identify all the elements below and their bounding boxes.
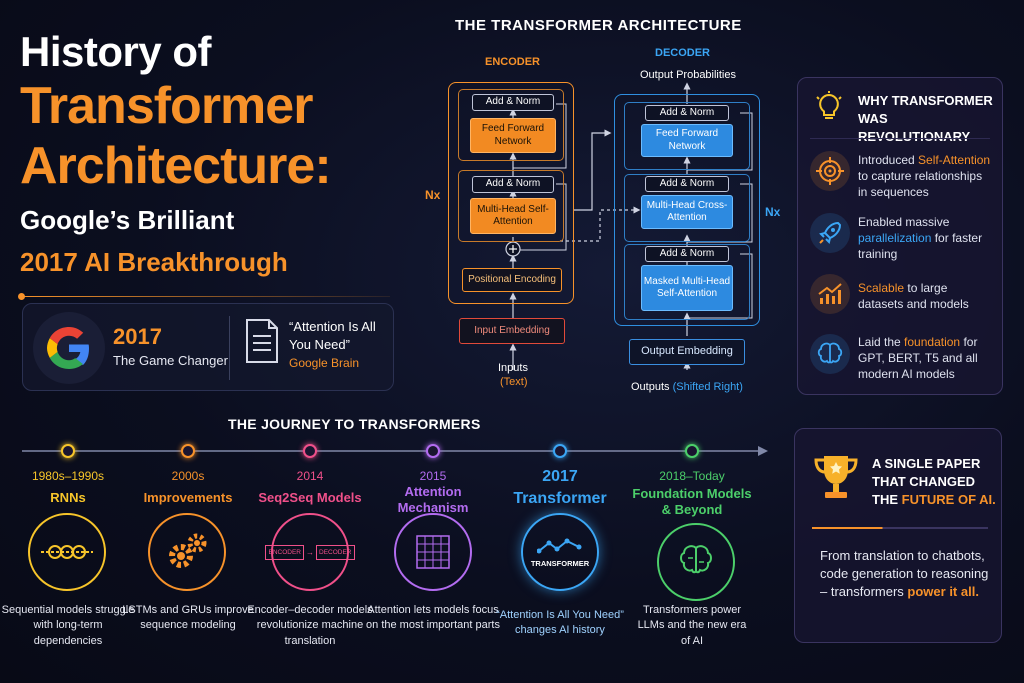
trophy-icon	[812, 452, 860, 504]
title-line-1: History of	[20, 28, 212, 75]
encoder-add-norm-bottom: Add & Norm	[472, 176, 554, 193]
journey-title: THE JOURNEY TO TRANSFORMERS	[228, 416, 481, 432]
outputs-label: Outputs (Shifted Right)	[631, 381, 743, 393]
decoder-label: DECODER	[655, 47, 711, 59]
decoder-feed-forward: Feed Forward Network	[641, 124, 733, 157]
timeline-dot	[426, 444, 440, 458]
era-name: Seq2Seq Models	[258, 490, 362, 505]
era-description: Encoder–decoder models revolutionize mac…	[247, 604, 373, 647]
foundation-brain-icon	[657, 523, 735, 601]
input-embedding: Input Embedding	[459, 318, 565, 344]
era-year: 2018–Today	[659, 469, 725, 483]
era-description: Attention lets models focus on the most …	[366, 604, 500, 632]
paper-org: Google Brain	[289, 356, 360, 370]
decoder-masked-attention: Masked Multi-Head Self-Attention	[641, 265, 733, 311]
encoder-ffn-group	[458, 89, 564, 161]
timeline-dot	[303, 444, 317, 458]
card-divider	[229, 316, 230, 380]
why-item-1: Introduced Self-Attention to capture rel…	[858, 153, 991, 200]
encoder-nx-label: Nx	[425, 188, 441, 202]
title-divider	[18, 293, 390, 300]
era-year: 2000s	[171, 469, 205, 483]
encoder-feed-forward: Feed Forward Network	[470, 118, 556, 153]
era-description: Sequential models struggle with long-ter…	[1, 604, 135, 647]
paper-card: 2017 The Game Changer “Attention Is All …	[22, 303, 394, 391]
decoder-masked-attention-group	[624, 244, 750, 320]
document-icon	[245, 318, 279, 364]
why-separator	[810, 138, 990, 139]
brain-icon	[810, 334, 850, 374]
era-year: 1980s–1990s	[31, 469, 105, 483]
why-panel	[797, 77, 1003, 395]
paper-quote: “Attention Is All You Need”	[289, 319, 376, 352]
timeline-dot	[685, 444, 699, 458]
google-g-icon	[33, 312, 105, 384]
era-description: “Attention Is All You Need” changes AI h…	[496, 609, 624, 637]
card-year: 2017	[113, 324, 162, 349]
chain-icon	[28, 513, 106, 591]
era-name: Transformer	[513, 490, 607, 507]
single-paper-rule	[812, 527, 988, 529]
decoder-ffn-group	[624, 102, 750, 170]
subtitle-line-1: Google’s Brilliant	[20, 205, 235, 235]
era-name: Attention Mechanism	[397, 484, 469, 515]
lightbulb-icon	[812, 90, 846, 129]
target-icon	[810, 151, 850, 191]
encoder-multi-head-attention: Multi-Head Self-Attention	[470, 198, 556, 234]
timeline-dot	[61, 444, 75, 458]
output-embedding: Output Embedding	[629, 339, 745, 365]
inputs-sub-label: (Text)	[500, 376, 528, 388]
decoder-cross-attention-group	[624, 174, 750, 242]
why-item-2: Enabled massive parallelization for fast…	[858, 215, 983, 262]
timeline-dot	[181, 444, 195, 458]
decoder-block-frame	[614, 94, 760, 326]
growth-chart-icon	[810, 274, 850, 314]
decoder-nx-label: Nx	[765, 205, 781, 219]
era-year: 2015	[419, 469, 447, 483]
title-line-2: Transformer	[20, 77, 313, 135]
title-line-3: Architecture:	[20, 137, 332, 195]
single-paper-text: From translation to chatbots, code gener…	[820, 548, 989, 600]
architecture-title: THE TRANSFORMER ARCHITECTURE	[455, 17, 742, 34]
single-paper-title: A SINGLE PAPER THAT CHANGED THE FUTURE O…	[872, 456, 996, 508]
grid-icon	[394, 513, 472, 591]
decoder-cross-attention: Multi-Head Cross-Attention	[641, 195, 733, 229]
subtitle-line-2: 2017 AI Breakthrough	[20, 247, 288, 277]
decoder-add-norm-top: Add & Norm	[645, 105, 729, 121]
transformer-icon-label: TRANSFORMER	[530, 558, 590, 568]
decoder-add-norm-middle: Add & Norm	[645, 176, 729, 192]
why-title: WHY TRANSFORMER WAS REVOLUTIONARY	[858, 93, 993, 145]
encoder-attention-group	[458, 170, 564, 242]
gears-icon	[148, 513, 226, 591]
era-description: LSTMs and GRUs improve sequence modeling	[122, 604, 254, 632]
transformer-icon: TRANSFORMER	[521, 513, 599, 591]
why-item-4: Laid the foundation for GPT, BERT, T5 an…	[858, 335, 978, 382]
positional-encoding: Positional Encoding	[462, 268, 562, 292]
era-name: RNNs	[50, 490, 86, 505]
era-name: Foundation Models & Beyond	[632, 486, 752, 518]
inputs-label: Inputs	[498, 362, 528, 374]
era-name: Improvements	[143, 490, 233, 505]
timeline-dot	[553, 444, 567, 458]
encoder-decoder-icon: ENCODER → DECODER	[265, 513, 355, 591]
era-description: Transformers power LLMs and the new era …	[637, 604, 747, 647]
encoder-label: ENCODER	[485, 56, 541, 68]
era-year: 2017	[542, 468, 578, 485]
encoder-add-norm-top: Add & Norm	[472, 94, 554, 111]
decoder-add-norm-bottom: Add & Norm	[645, 246, 729, 262]
rocket-icon	[810, 213, 850, 253]
encoder-block-frame	[448, 82, 574, 304]
era-year: 2014	[296, 469, 324, 483]
why-item-3: Scalable to large datasets and models	[858, 281, 969, 312]
output-probabilities: Output Probabilities	[640, 69, 736, 81]
card-tagline: The Game Changer	[113, 353, 228, 368]
